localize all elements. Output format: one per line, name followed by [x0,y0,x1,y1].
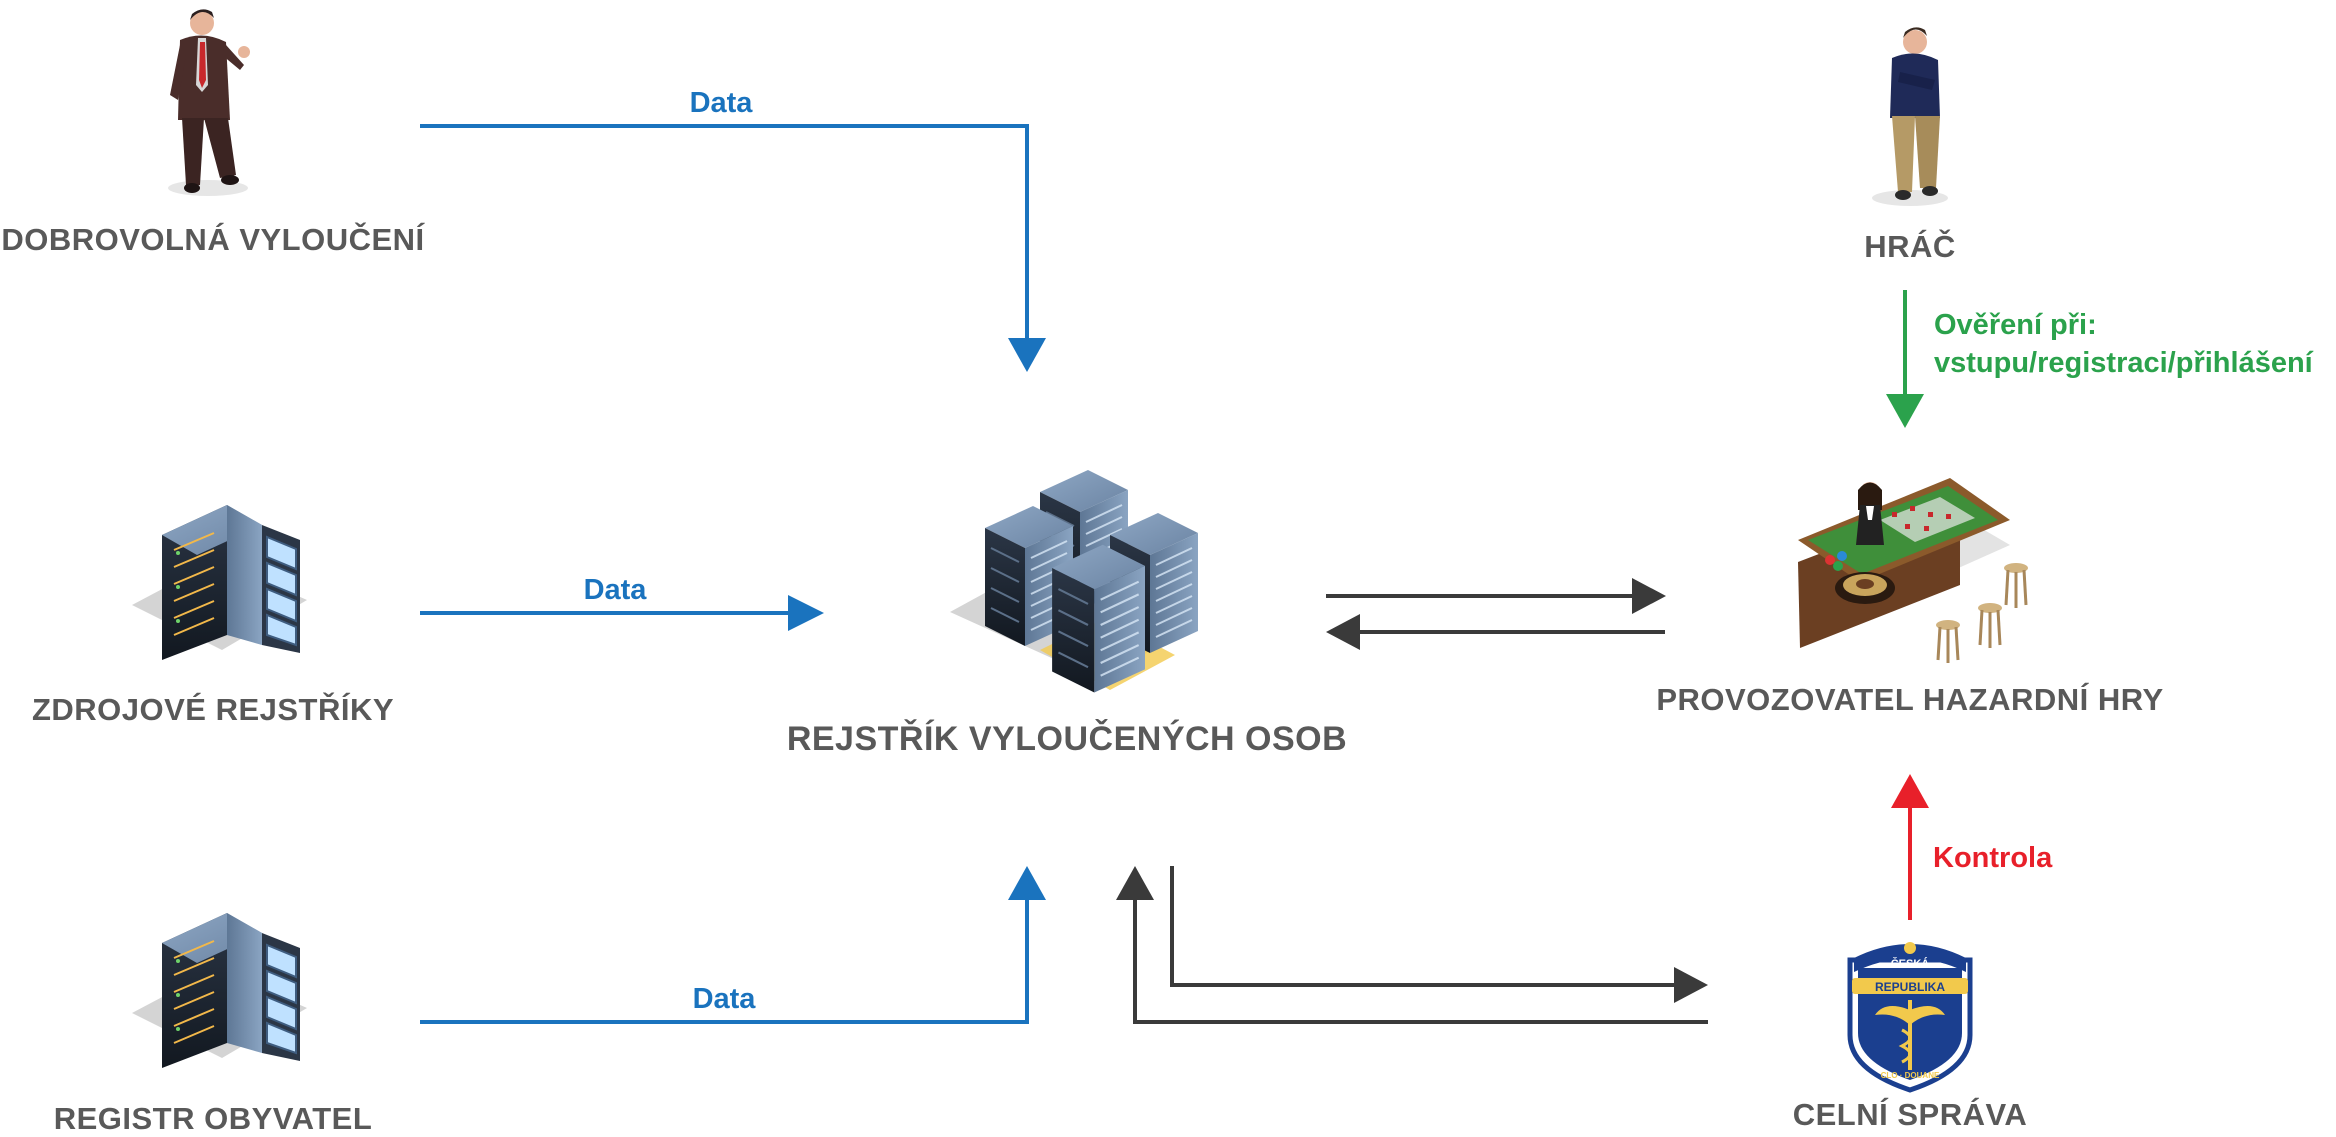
edge-population-to-registry [420,866,1046,1024]
edge-customs-to-operator [1891,774,1929,920]
node-label-source-registers: ZDROJOVÉ REJSTŘÍKY [31,692,395,727]
node-label-player: HRÁČ [1864,229,1956,264]
edge-customs-to-registry [1116,866,1708,1024]
edge-label-source-data: Data [583,574,647,606]
edge-operator-to-registry [1326,614,1665,650]
node-label-customs: CELNÍ SPRÁVA [1792,1097,2028,1132]
node-label-operator: PROVOZOVATEL HAZARDNÍ HRY [1656,682,2164,717]
edge-voluntary-to-registry [420,124,1046,372]
roulette-table-icon [1798,478,2028,663]
edge-player-to-operator [1886,290,1924,428]
emblem-top-text: ČESKÁ [1891,957,1930,970]
node-label-population-register: REGISTR OBYVATEL [53,1101,373,1136]
bar-stool [1936,620,1960,663]
edge-registry-to-operator [1326,578,1666,614]
node-label-voluntary: DOBROVOLNÁ VYLOUČENÍ [1,222,425,257]
bar-stool [1978,603,2002,648]
edge-label-population-data: Data [692,983,756,1015]
server-rack-icon [132,912,307,1069]
edge-label-player-verify: Ověření při: vstupu/registraci/přihlášen… [1934,306,2313,382]
server-rack-icon [132,504,307,661]
edge-label-customs-control: Kontrola [1933,842,2053,874]
customs-emblem-icon: ČESKÁ REPUBLIKA CLO · DOUANE [1847,942,1973,1093]
emblem-mid-text: REPUBLIKA [1875,980,1945,994]
person-player-icon [1872,27,1948,206]
bar-stool [2004,563,2028,608]
edge-label-voluntary-data: Data [689,87,753,119]
edge-label-player-verify-line2: vstupu/registraci/přihlášení [1934,347,2313,379]
emblem-bottom-text: CLO · DOUANE [1881,1071,1940,1080]
node-label-registry: REJSTŘÍK VYLOUČENÝCH OSOB [786,720,1348,758]
edge-source-to-registry [420,595,824,631]
edge-label-player-verify-line1: Ověření při: [1934,309,2097,341]
person-businessman-icon [168,9,250,196]
server-cluster-icon [950,469,1198,694]
edge-registry-to-customs [1170,866,1708,1003]
